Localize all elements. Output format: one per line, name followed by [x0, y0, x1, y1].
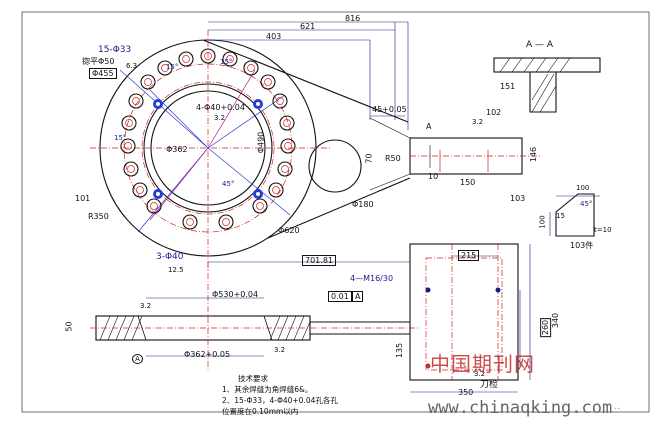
radial-line-3: [207, 94, 286, 149]
label-dia362: Φ362: [166, 145, 188, 154]
label-r50: R50: [385, 154, 401, 163]
label-ra32b: 3.2: [472, 118, 484, 126]
label-dim146: 146: [529, 146, 539, 163]
label-angle15c: 15°: [114, 134, 127, 142]
label-angle15b: 15°: [220, 58, 233, 66]
label-dim135: 135: [395, 342, 405, 359]
label-dim50: 50: [64, 321, 74, 332]
technical-notes: 技术要求 1、其余焊缝为角焊缝6&。 2、15-Φ33，4-Φ40+0.04孔各…: [222, 373, 402, 417]
label-3-holes: 3-Φ40: [156, 252, 184, 262]
label-dim816: 816: [345, 14, 361, 23]
label-ra32: 3.2: [214, 114, 226, 122]
watermark-tail: ··: [614, 404, 621, 415]
label-dim70181: 701.81: [302, 255, 336, 266]
radial-line-6: [207, 69, 256, 149]
label-countersink: 锪平Φ50: [82, 57, 115, 66]
label-4-holes: 4-Φ40+0.04: [196, 103, 245, 112]
label-ra125: 12.5: [168, 266, 184, 274]
label-knife-check: 刀检: [480, 380, 499, 390]
notes-line1: 1、其余焊缝为角焊缝6&。: [222, 385, 313, 394]
label-detail-15: 15: [556, 212, 565, 220]
label-angle15a: 15°: [166, 63, 179, 71]
label-detail-100: 100: [576, 184, 590, 192]
notes-line3: 位置度在0.10mm以内: [222, 407, 299, 416]
detail-103: [549, 193, 600, 237]
label-dia620: Φ620: [278, 226, 300, 235]
hub-102: [369, 117, 540, 191]
circle-180: [308, 139, 362, 193]
label-angle45: 45°: [222, 180, 235, 188]
label-r350: R350: [88, 212, 109, 221]
label-dia530: Φ530+0.04: [212, 290, 259, 299]
label-section-title: A — A: [526, 40, 554, 50]
watermark-cn: 中国期刊网: [430, 352, 535, 376]
label-detail-t: t=10: [594, 226, 612, 234]
notes-line2: 2、15-Φ33，4-Φ40+0.04孔各孔: [222, 396, 338, 405]
label-dim340: 340: [551, 312, 561, 329]
section-aa: [493, 57, 601, 113]
label-ra32e: 3.2: [474, 370, 486, 378]
watermark-url: www.chinaqking.com: [428, 398, 613, 418]
label-dim621: 621: [300, 22, 316, 31]
label-dia362b: Φ362+0.05: [184, 350, 231, 359]
label-dim350: 350: [458, 388, 474, 397]
label-tolerance: 0.01: [328, 291, 352, 302]
label-dim260: 260: [540, 317, 552, 338]
notes-title: 技术要求: [238, 374, 268, 383]
label-section-a: A: [426, 122, 432, 131]
arm-lower-edge: [267, 177, 411, 239]
radial-line-1: [119, 69, 209, 149]
label-dim45: 45+0.05: [372, 105, 407, 114]
label-detail-100v: 100: [538, 215, 547, 229]
arm-upper-edge: [202, 39, 409, 123]
label-ra32c: 3.2: [140, 302, 152, 310]
sheet-frame: [21, 11, 650, 413]
mount-plate: [409, 243, 531, 393]
label-datum-circle: A: [132, 354, 143, 364]
label-ra32d: 3.2: [274, 346, 286, 354]
label-dim10: 10: [428, 172, 439, 181]
label-dim151: 151: [500, 82, 516, 91]
label-dia180: Φ180: [352, 200, 374, 209]
label-15-holes: 15-Φ33: [98, 45, 132, 55]
bolt-holes: [120, 48, 296, 230]
top-dimensions: [208, 21, 409, 130]
label-detail-part: 103件: [570, 241, 594, 250]
label-spot-face: 6.3: [126, 62, 138, 70]
label-dia490: Φ490: [256, 131, 266, 154]
locating-pins: [153, 99, 263, 199]
label-thread: 4—M16/30: [350, 274, 394, 283]
label-detail-45: 45°: [580, 200, 593, 208]
label-part102: 102: [486, 108, 502, 117]
label-dim215: 215: [458, 250, 480, 261]
radial-line-5: [207, 147, 291, 216]
label-part101: 101: [75, 194, 91, 203]
label-datum-a: A: [352, 291, 364, 302]
ring-plate-view: [90, 30, 411, 270]
label-dia455: Φ455: [89, 68, 117, 79]
label-part103: 103: [510, 194, 526, 203]
ring-section-view: [90, 261, 420, 372]
radial-line-7: [149, 147, 209, 221]
label-dim150: 150: [460, 178, 476, 187]
label-dim70: 70: [364, 153, 374, 164]
label-dim403: 403: [266, 32, 282, 41]
